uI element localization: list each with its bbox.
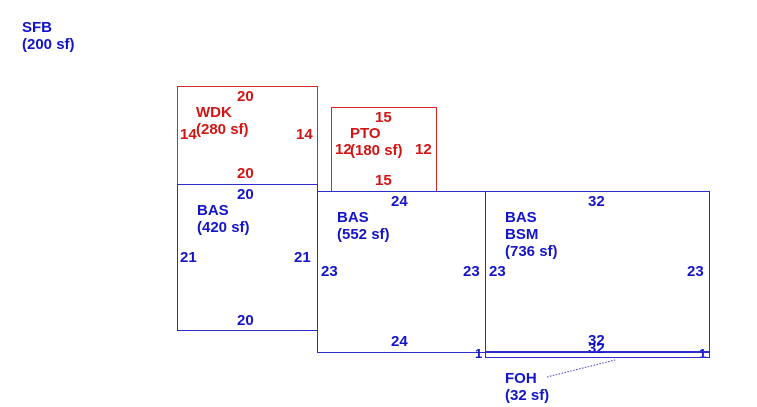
- wdk-bottom-dim: 20: [237, 165, 254, 182]
- bas2-top-dim: 24: [391, 193, 408, 210]
- sfb-area: (200 sf): [22, 36, 75, 53]
- pto-right-dim: 12: [415, 141, 432, 158]
- bas1-label: BAS (420 sf): [197, 202, 250, 236]
- bas1-right-dim: 21: [294, 249, 311, 266]
- bas2-right-dim: 23: [463, 263, 480, 280]
- foh-area: [485, 351, 710, 358]
- bas1-left-dim: 21: [180, 249, 197, 266]
- bsm-area: [485, 191, 710, 353]
- sfb-label: SFB (200 sf): [22, 19, 75, 53]
- bas2-bottom-dim: 24: [391, 333, 408, 350]
- bsm-left-dim: 23: [489, 263, 506, 280]
- bas2-label: BAS (552 sf): [337, 209, 390, 243]
- wdk-area-label: (280 sf): [196, 121, 249, 138]
- bas1-bottom-dim: 20: [237, 312, 254, 329]
- wdk-right-dim: 14: [296, 126, 313, 143]
- pto-area-label: (180 sf): [350, 142, 403, 159]
- foh-area: (32 sf): [505, 387, 550, 404]
- bas2-left-dim: 23: [321, 263, 338, 280]
- wdk-name: WDK: [196, 104, 232, 121]
- bas1-name: BAS: [197, 202, 229, 219]
- pto-top-dim: 15: [375, 109, 392, 126]
- wdk-left-dim: 14: [180, 126, 197, 143]
- pto-name: PTO: [350, 125, 381, 142]
- sfb-name: SFB: [22, 19, 52, 36]
- foh-label: FOH (32 sf): [505, 370, 549, 404]
- bsm-bottom-dim-2: 32: [588, 340, 605, 357]
- bsm-right-dim: 23: [687, 263, 704, 280]
- bsm-area-label: (736 sf): [505, 243, 558, 260]
- bsm-top-dim: 32: [588, 193, 605, 210]
- bsm-corner-dim: 1: [699, 346, 707, 361]
- bas2-corner-dim: 1: [475, 346, 483, 361]
- bas1-top-dim: 20: [237, 186, 254, 203]
- pto-left-dim: 12: [335, 141, 352, 158]
- bas2-area: (552 sf): [337, 226, 390, 243]
- bsm-bottom-dim-1: 32: [588, 332, 605, 349]
- wdk-top-dim: 20: [237, 88, 254, 105]
- pto-bottom-dim: 15: [375, 172, 392, 189]
- bsm-label: BAS BSM (736 sf): [505, 209, 558, 260]
- foh-name: FOH: [505, 370, 537, 387]
- bsm-name-2: BSM: [505, 226, 539, 243]
- bsm-name-1: BAS: [505, 209, 537, 226]
- bas2-name: BAS: [337, 209, 369, 226]
- bas1-area: (420 sf): [197, 219, 250, 236]
